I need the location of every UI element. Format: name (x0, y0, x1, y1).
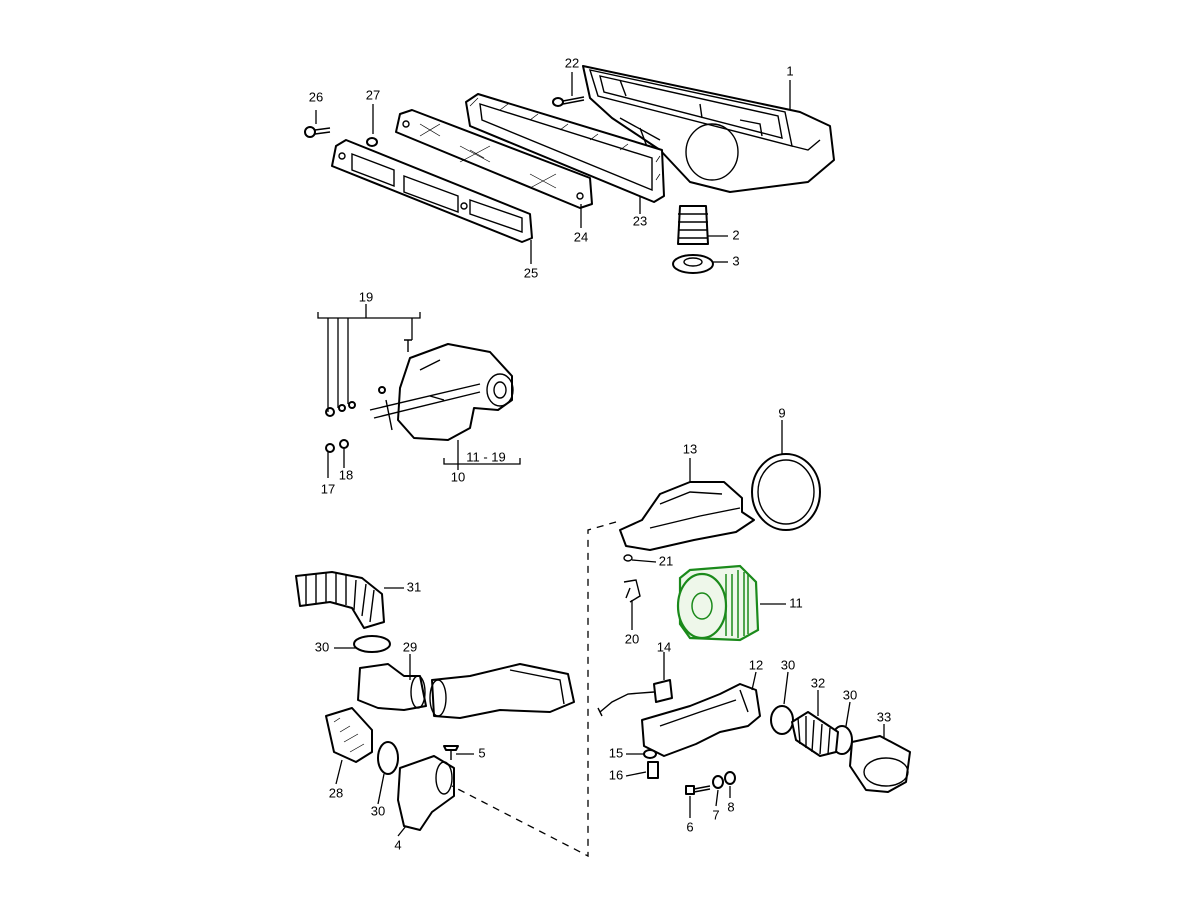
callout-4: 4 (394, 837, 401, 852)
callout-21: 21 (659, 553, 673, 568)
callout-30-c: 30 (781, 657, 795, 672)
part-23-gasket[interactable] (465, 93, 665, 203)
callout-16: 16 (609, 767, 623, 782)
callout-2: 2 (732, 227, 739, 242)
part-9-ring-gasket[interactable] (751, 453, 821, 531)
callout-5: 5 (478, 745, 485, 760)
leader-lines (315, 72, 885, 837)
callout-8: 8 (727, 799, 734, 814)
callout-18: 18 (339, 467, 353, 482)
part-30-clamp-b[interactable] (377, 741, 399, 775)
callout-labels: 1 2 3 4 5 6 7 8 9 10 11 12 13 14 15 16 1… (309, 55, 891, 852)
callout-3: 3 (732, 253, 739, 268)
callout-17: 17 (321, 481, 335, 496)
callout-22: 22 (565, 55, 579, 70)
callout-23: 23 (633, 213, 647, 228)
callout-33: 33 (877, 709, 891, 724)
part-27-washer[interactable] (366, 137, 378, 147)
part-30-clamp-a[interactable] (353, 635, 391, 653)
callout-30-b: 30 (371, 803, 385, 818)
callout-31: 31 (407, 579, 421, 594)
part-31-flex-hose[interactable] (295, 571, 385, 629)
callout-32: 32 (811, 675, 825, 690)
part-22-screw[interactable] (552, 96, 585, 107)
part-8-washer[interactable] (724, 771, 736, 785)
callout-15: 15 (609, 745, 623, 760)
part-28-filter-sock[interactable] (325, 707, 373, 763)
part-7-washer[interactable] (712, 775, 724, 789)
dashed-assembly-lines (451, 521, 617, 858)
part-20-bracket[interactable] (623, 579, 641, 603)
callout-25: 25 (524, 265, 538, 280)
callout-28: 28 (329, 785, 343, 800)
callout-12: 12 (749, 657, 763, 672)
part-13-upper-shroud[interactable] (619, 481, 755, 551)
part-10-blower-assembly[interactable] (369, 339, 514, 441)
part-14-switch[interactable] (597, 679, 673, 717)
callout-10: 10 (451, 469, 465, 484)
callout-7: 7 (712, 807, 719, 822)
part-5-rivet[interactable] (443, 745, 459, 760)
part-12-lower-shroud[interactable] (641, 683, 761, 757)
callout-30-d: 30 (843, 687, 857, 702)
part-24-screen-plate[interactable] (395, 109, 593, 209)
part-21-clip[interactable] (623, 554, 633, 562)
part-30-clamp-c[interactable] (770, 705, 794, 735)
callout-11: 11 (789, 595, 803, 610)
part-11-fan-wheel[interactable] (676, 564, 760, 642)
part-32-bellows[interactable] (791, 711, 839, 757)
callout-11-19: 11 - 19 (466, 449, 506, 464)
part-25-frame-plate[interactable] (331, 139, 533, 243)
callout-29: 29 (403, 639, 417, 654)
callout-19: 19 (359, 289, 373, 304)
part-3-grommet[interactable] (672, 254, 714, 274)
part-16-bolt[interactable] (647, 761, 659, 779)
callout-9: 9 (778, 405, 785, 420)
part-6-bolt[interactable] (685, 785, 711, 795)
callout-6: 6 (686, 819, 693, 834)
air-duct[interactable] (429, 663, 575, 719)
part-29-elbow[interactable] (357, 663, 427, 711)
callout-13: 13 (683, 441, 697, 456)
callout-27: 27 (366, 87, 380, 102)
callout-24: 24 (574, 229, 588, 244)
part-4-lower-elbow[interactable] (397, 755, 455, 831)
callout-30-a: 30 (315, 639, 329, 654)
parts-17-18-hardware[interactable] (325, 386, 386, 453)
part-26-screw[interactable] (304, 126, 331, 138)
callout-26: 26 (309, 89, 323, 104)
part-1-housing[interactable] (582, 65, 835, 193)
callout-14: 14 (657, 639, 671, 654)
callout-20: 20 (625, 631, 639, 646)
callout-1: 1 (786, 63, 793, 78)
part-2-damper[interactable] (677, 205, 709, 245)
part-33-intake-elbow[interactable] (849, 735, 911, 793)
part-15-nut[interactable] (643, 749, 657, 759)
